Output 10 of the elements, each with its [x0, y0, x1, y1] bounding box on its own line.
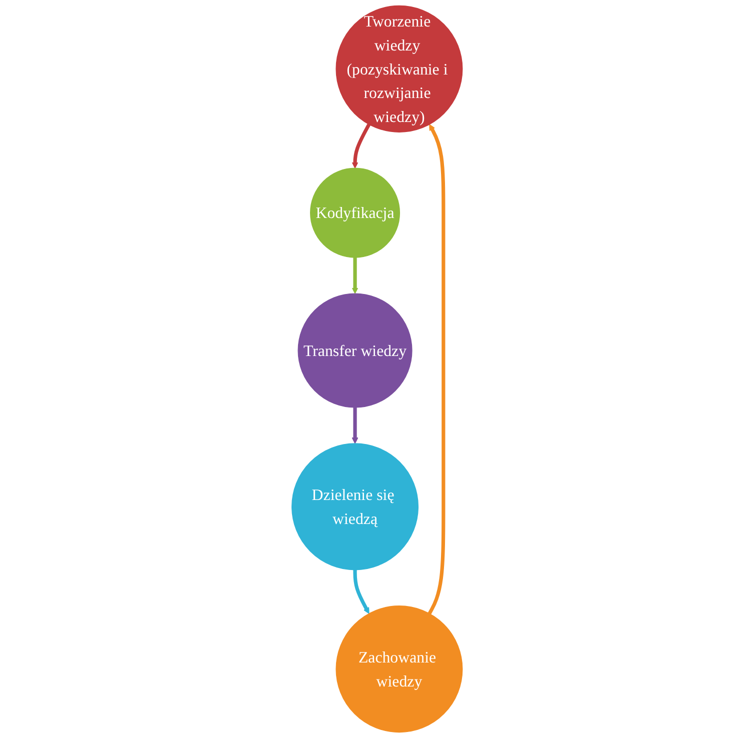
arrow	[352, 257, 358, 294]
arrow	[428, 124, 446, 614]
arrow	[352, 124, 370, 168]
arrow	[352, 407, 358, 444]
node-circle: Zachowanie wiedzy	[336, 606, 463, 733]
node-circle: Kodyfikacja	[310, 168, 400, 258]
node-circle: Tworzenie wiedzy (pozyskiwanie i rozwijanie wiedzy)	[336, 5, 463, 132]
node-circle: Dzielenie się wiedzą	[291, 443, 418, 570]
arrow	[353, 570, 370, 614]
node-circle: Transfer wiedzy	[298, 293, 412, 408]
